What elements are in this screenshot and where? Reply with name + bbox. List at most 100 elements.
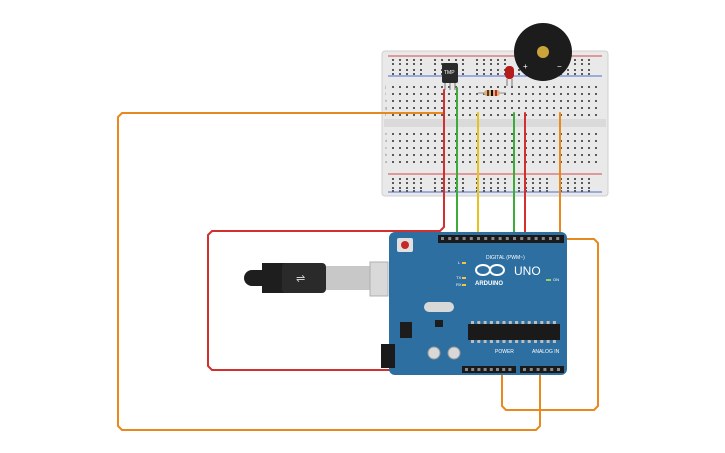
- rail-hole[interactable]: [532, 190, 534, 192]
- rail-hole[interactable]: [406, 63, 408, 65]
- breadboard-hole[interactable]: [497, 147, 499, 149]
- breadboard-hole[interactable]: [574, 93, 576, 95]
- breadboard-hole[interactable]: [399, 133, 401, 135]
- breadboard-hole[interactable]: [588, 133, 590, 135]
- breadboard-hole[interactable]: [413, 107, 415, 109]
- digital-pin[interactable]: [498, 237, 502, 240]
- rail-hole[interactable]: [581, 63, 583, 65]
- breadboard-hole[interactable]: [588, 147, 590, 149]
- breadboard-hole[interactable]: [455, 86, 457, 88]
- breadboard-hole[interactable]: [532, 147, 534, 149]
- digital-pin[interactable]: [462, 237, 466, 240]
- breadboard-hole[interactable]: [581, 154, 583, 156]
- breadboard-hole[interactable]: [448, 133, 450, 135]
- rail-hole[interactable]: [581, 187, 583, 189]
- rail-hole[interactable]: [413, 73, 415, 75]
- rail-hole[interactable]: [483, 59, 485, 61]
- rail-hole[interactable]: [483, 69, 485, 71]
- rail-hole[interactable]: [462, 73, 464, 75]
- breadboard-hole[interactable]: [539, 93, 541, 95]
- rail-hole[interactable]: [546, 182, 548, 184]
- rail-hole[interactable]: [476, 69, 478, 71]
- rail-hole[interactable]: [406, 59, 408, 61]
- breadboard-hole[interactable]: [406, 140, 408, 142]
- breadboard-hole[interactable]: [595, 161, 597, 163]
- rail-hole[interactable]: [455, 59, 457, 61]
- breadboard-hole[interactable]: [581, 86, 583, 88]
- resistor[interactable]: [478, 90, 506, 96]
- breadboard-hole[interactable]: [448, 114, 450, 116]
- breadboard-hole[interactable]: [581, 147, 583, 149]
- breadboard-hole[interactable]: [483, 100, 485, 102]
- breadboard-hole[interactable]: [588, 107, 590, 109]
- rail-hole[interactable]: [539, 190, 541, 192]
- rail-hole[interactable]: [448, 190, 450, 192]
- digital-pin[interactable]: [534, 237, 538, 240]
- rail-hole[interactable]: [399, 63, 401, 65]
- rail-hole[interactable]: [448, 59, 450, 61]
- breadboard-hole[interactable]: [427, 86, 429, 88]
- breadboard-hole[interactable]: [595, 133, 597, 135]
- rail-hole[interactable]: [574, 178, 576, 180]
- rail-hole[interactable]: [574, 190, 576, 192]
- breadboard-hole[interactable]: [588, 161, 590, 163]
- breadboard-hole[interactable]: [539, 161, 541, 163]
- rail-hole[interactable]: [490, 73, 492, 75]
- breadboard-hole[interactable]: [553, 86, 555, 88]
- rail-hole[interactable]: [567, 178, 569, 180]
- digital-pin[interactable]: [448, 237, 452, 240]
- dc-power-jack[interactable]: [381, 344, 395, 368]
- rail-hole[interactable]: [392, 178, 394, 180]
- breadboard-hole[interactable]: [448, 147, 450, 149]
- power-pin[interactable]: [471, 368, 475, 371]
- breadboard-hole[interactable]: [469, 154, 471, 156]
- rail-hole[interactable]: [518, 69, 520, 71]
- breadboard-hole[interactable]: [483, 147, 485, 149]
- breadboard-hole[interactable]: [588, 93, 590, 95]
- rail-hole[interactable]: [462, 63, 464, 65]
- breadboard-hole[interactable]: [497, 140, 499, 142]
- rail-hole[interactable]: [588, 182, 590, 184]
- breadboard-hole[interactable]: [392, 133, 394, 135]
- breadboard-hole[interactable]: [469, 107, 471, 109]
- rail-hole[interactable]: [581, 59, 583, 61]
- breadboard-hole[interactable]: [427, 114, 429, 116]
- breadboard-hole[interactable]: [406, 147, 408, 149]
- analog-pin[interactable]: [543, 368, 547, 371]
- rail-hole[interactable]: [441, 187, 443, 189]
- digital-pin[interactable]: [520, 237, 524, 240]
- breadboard-hole[interactable]: [567, 93, 569, 95]
- breadboard-hole[interactable]: [539, 140, 541, 142]
- breadboard-hole[interactable]: [490, 147, 492, 149]
- rail-hole[interactable]: [399, 59, 401, 61]
- breadboard-hole[interactable]: [469, 93, 471, 95]
- breadboard-hole[interactable]: [574, 107, 576, 109]
- breadboard-hole[interactable]: [525, 93, 527, 95]
- breadboard-hole[interactable]: [497, 161, 499, 163]
- breadboard-hole[interactable]: [448, 100, 450, 102]
- rail-hole[interactable]: [399, 178, 401, 180]
- rail-hole[interactable]: [399, 190, 401, 192]
- breadboard-hole[interactable]: [420, 93, 422, 95]
- rail-hole[interactable]: [483, 187, 485, 189]
- breadboard-hole[interactable]: [539, 100, 541, 102]
- piezo-buzzer[interactable]: + −: [514, 23, 572, 81]
- breadboard-hole[interactable]: [595, 93, 597, 95]
- rail-hole[interactable]: [448, 178, 450, 180]
- breadboard-hole[interactable]: [441, 140, 443, 142]
- analog-pin[interactable]: [557, 368, 560, 371]
- analog-pin[interactable]: [529, 368, 533, 371]
- digital-pin[interactable]: [549, 237, 552, 240]
- breadboard-hole[interactable]: [392, 86, 394, 88]
- breadboard-hole[interactable]: [581, 93, 583, 95]
- rail-hole[interactable]: [399, 69, 401, 71]
- breadboard-hole[interactable]: [518, 154, 520, 156]
- breadboard-hole[interactable]: [483, 86, 485, 88]
- breadboard-hole[interactable]: [581, 114, 583, 116]
- rail-hole[interactable]: [483, 63, 485, 65]
- digital-pin[interactable]: [455, 237, 459, 240]
- digital-pin[interactable]: [441, 237, 444, 240]
- breadboard-hole[interactable]: [497, 86, 499, 88]
- breadboard-hole[interactable]: [532, 100, 534, 102]
- temperature-sensor[interactable]: TMP: [442, 63, 458, 90]
